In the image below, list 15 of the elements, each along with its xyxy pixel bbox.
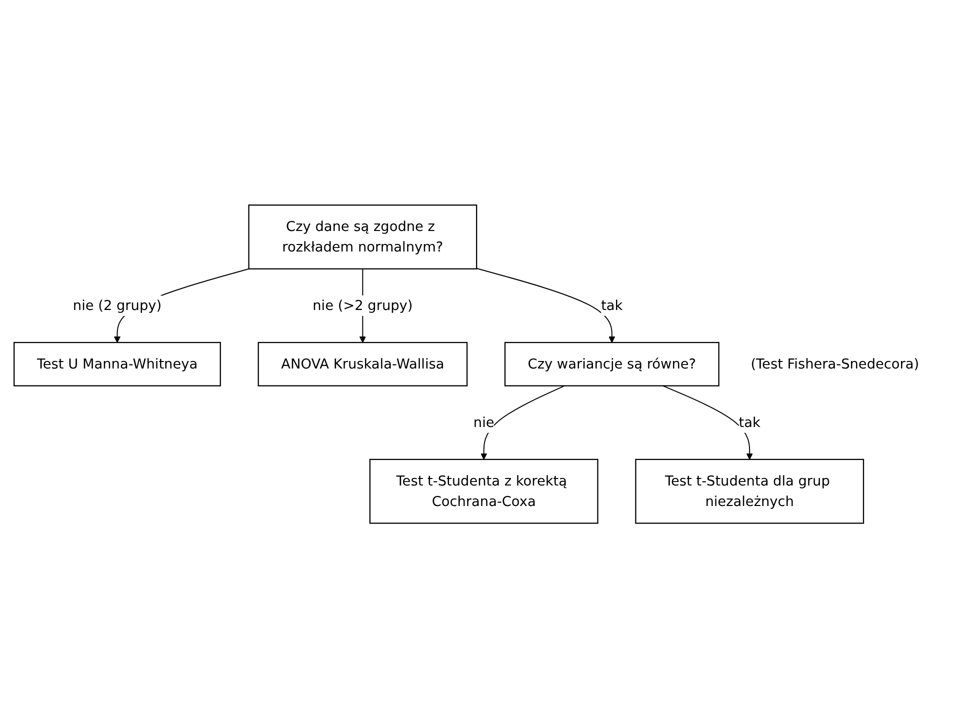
arrow (476, 268, 616, 343)
edge-label: tak (738, 414, 760, 430)
edge-label: nie (473, 414, 494, 430)
edge-label: nie (2 grupy) (72, 298, 162, 314)
edge-label: nie (>2 grupy) (312, 298, 413, 314)
edge-label: tak (601, 298, 623, 314)
node-box: Test U Manna-Whitneya (14, 342, 221, 386)
node-box: Czy dane są zgodne z rozkładem normalnym? (248, 204, 478, 270)
arrow (480, 385, 565, 460)
node-box: Test t-Studenta z korektą Cochrana-Coxa (369, 458, 598, 524)
node-box: Czy wariancje są równe? (504, 342, 720, 386)
node-box: ANOVA Kruskala-Wallisa (258, 342, 468, 386)
node-label: (Test Fishera-Snedecora) (750, 356, 920, 372)
arrow (662, 385, 753, 460)
node-box: Test t-Studenta dla grup niezależnych (635, 458, 864, 524)
